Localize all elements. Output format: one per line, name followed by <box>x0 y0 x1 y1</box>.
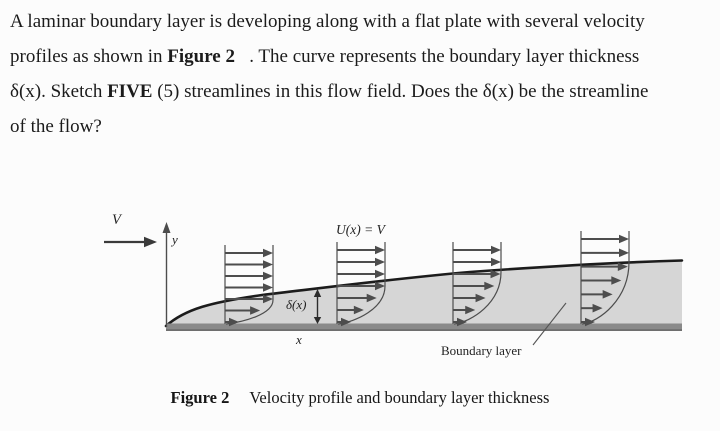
velocity-profile-2-arrowhead <box>375 281 385 291</box>
velocity-profile-4-arrowhead <box>592 303 603 313</box>
figure-caption: Figure 2 Velocity profile and boundary l… <box>0 388 720 408</box>
y-axis-arrowhead <box>162 222 171 233</box>
velocity-profile-4-arrowhead <box>611 276 622 285</box>
velocity-profile-4-arrowhead <box>617 262 628 271</box>
velocity-profile-1-arrowhead <box>263 260 273 269</box>
delta-arrowhead-top <box>313 289 322 297</box>
freestream-velocity-label: V <box>112 212 121 228</box>
velocity-profile-1-arrowhead <box>263 294 273 304</box>
velocity-profile-1-arrowhead <box>263 248 273 258</box>
boundary-layer-curve <box>164 259 684 328</box>
velocity-profile-2-arrowhead <box>375 245 385 255</box>
velocity-profile-4-arrowhead <box>602 290 613 299</box>
velocity-profile-2-arrowhead <box>341 317 351 327</box>
velocity-profile-3-arrowhead <box>491 245 501 255</box>
velocity-profile-2-arrowhead <box>353 305 364 315</box>
y-axis-label: y <box>172 232 178 247</box>
boundary-layer-region <box>166 260 682 326</box>
velocity-profile-4-arrowhead <box>585 317 595 327</box>
velocity-profile-4-arrowhead <box>619 248 629 258</box>
velocity-profile-3-arrowhead <box>484 281 495 291</box>
velocity-profile-2-arrowhead <box>375 269 385 279</box>
velocity-profile-1-arrowhead <box>229 317 239 327</box>
problem-line: A laminar boundary layer is developing a… <box>10 11 645 32</box>
boundary-layer-leader-line <box>532 302 567 346</box>
delta-arrowhead-bottom <box>313 317 322 324</box>
velocity-profile-3-arrowhead <box>465 305 476 315</box>
velocity-profile-3-arrowhead <box>457 317 467 327</box>
u-of-x-label: U(x) = V <box>336 222 385 237</box>
velocity-profile-1-arrowhead <box>250 306 261 315</box>
velocity-profile-3-arrowhead <box>490 269 501 279</box>
velocity-profile-1-arrowhead <box>263 271 273 281</box>
velocity-profile-4-arrowhead <box>619 234 629 244</box>
flat-plate-edge <box>166 329 682 331</box>
delta-x-label: δ(x) <box>286 297 307 312</box>
velocity-profile-3-arrowhead <box>475 293 486 303</box>
figure-caption-text: Velocity profile and boundary layer thic… <box>249 388 550 407</box>
x-position-label: x <box>296 332 302 347</box>
figure-caption-label: Figure 2 <box>170 388 230 407</box>
velocity-profile-1-arrowhead <box>263 283 273 292</box>
velocity-profile-2-arrowhead <box>366 293 377 303</box>
velocity-profile-2-arrowhead <box>375 257 385 267</box>
problem-line: of the flow? <box>10 116 102 137</box>
problem-line: δ(x). Sketch FIVE (5) streamlines in thi… <box>10 81 649 102</box>
problem-line: profiles as shown in Figure 2 . The curv… <box>10 46 640 67</box>
problem-statement: A laminar boundary layer is developing a… <box>10 4 716 144</box>
velocity-profile-3-arrowhead <box>491 257 501 267</box>
freestream-arrowhead <box>144 236 157 248</box>
boundary-layer-label: Boundary layer <box>441 343 522 358</box>
flat-plate <box>166 323 682 331</box>
